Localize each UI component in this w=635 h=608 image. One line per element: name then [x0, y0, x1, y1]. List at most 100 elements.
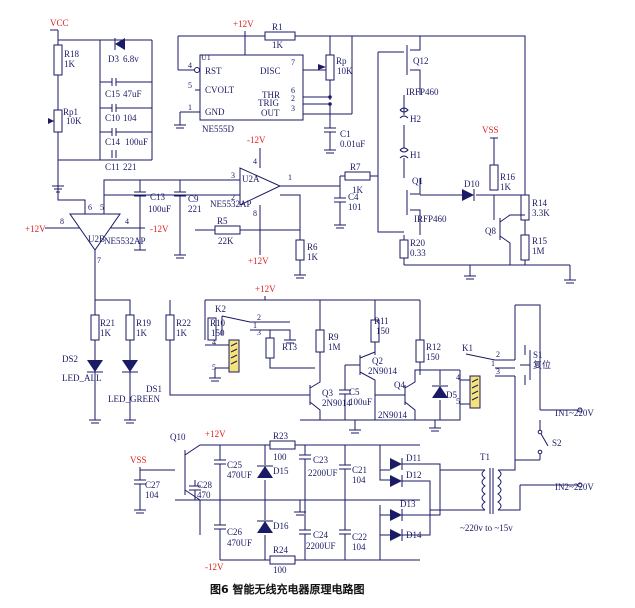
svg-text:104: 104: [352, 542, 366, 552]
r14: [520, 194, 530, 221]
svg-text:1K: 1K: [500, 182, 512, 192]
svg-text:R13: R13: [282, 342, 298, 352]
svg-text:R1: R1: [272, 22, 283, 32]
ds1-led: [122, 360, 138, 372]
svg-text:R12: R12: [426, 342, 441, 352]
svg-text:2: 2: [496, 350, 500, 359]
u2a-symbol: [239, 167, 282, 206]
svg-text:2: 2: [231, 193, 235, 202]
svg-text:0.01uF: 0.01uF: [340, 139, 365, 149]
svg-text:3: 3: [257, 328, 261, 337]
svg-text:1K: 1K: [307, 252, 319, 262]
svg-text:Rp1: Rp1: [63, 107, 78, 117]
svg-text:C26: C26: [227, 527, 243, 537]
r6: [295, 239, 305, 261]
svg-text:470UF: 470UF: [227, 470, 252, 480]
svg-text:2: 2: [257, 313, 261, 322]
svg-text:4: 4: [188, 61, 192, 70]
svg-text:1K: 1K: [64, 59, 76, 69]
svg-text:104: 104: [352, 475, 366, 485]
svg-text:R10: R10: [210, 318, 226, 328]
r21: [90, 314, 100, 341]
svg-text:Rp: Rp: [336, 56, 347, 66]
d10-diode: [462, 189, 474, 201]
svg-text:+12V: +12V: [25, 224, 46, 234]
svg-text:3: 3: [496, 367, 500, 376]
svg-text:S1: S1: [533, 350, 543, 360]
svg-text:+12V: +12V: [233, 19, 254, 29]
svg-text:2N9014: 2N9014: [322, 398, 351, 408]
svg-text:D16: D16: [273, 521, 289, 531]
led-indicators: R21 1K R19 1K DS2 LED_ALL DS1 LED_GREEN …: [62, 299, 310, 424]
svg-text:100uF: 100uF: [125, 137, 148, 147]
svg-text:5: 5: [212, 363, 216, 372]
svg-text:H1: H1: [410, 150, 421, 160]
svg-text:LED_GREEN: LED_GREEN: [108, 394, 160, 404]
svg-text:R18: R18: [64, 49, 80, 59]
svg-text:LED_ALL: LED_ALL: [62, 373, 102, 383]
svg-text:H2: H2: [410, 114, 421, 124]
r22: [165, 314, 175, 341]
svg-text:6: 6: [88, 203, 92, 212]
r23: [269, 440, 296, 450]
d15-zener: [257, 466, 273, 478]
svg-text:C23: C23: [313, 455, 329, 465]
svg-text:D11: D11: [406, 453, 421, 463]
svg-text:IRFP460: IRFP460: [406, 87, 439, 97]
svg-text:Q2: Q2: [372, 356, 383, 366]
svg-text:4: 4: [456, 373, 460, 382]
svg-text:-12V: -12V: [247, 135, 266, 145]
svg-text:C25: C25: [227, 460, 243, 470]
d3-zener: [115, 38, 125, 50]
r20: [399, 239, 409, 259]
svg-text:10K: 10K: [66, 116, 82, 126]
rp: [325, 54, 335, 81]
svg-text:DS1: DS1: [146, 384, 162, 394]
svg-text:1K: 1K: [136, 328, 148, 338]
svg-text:TRIG: TRIG: [258, 98, 279, 108]
svg-text:+12V: +12V: [248, 256, 269, 266]
svg-text:IN1~220V: IN1~220V: [555, 408, 594, 418]
svg-text:R5: R5: [217, 216, 228, 226]
svg-text:Q8: Q8: [485, 226, 496, 236]
svg-text:D15: D15: [273, 466, 289, 476]
r15: [520, 234, 530, 261]
svg-text:7: 7: [97, 256, 101, 265]
svg-text:1K: 1K: [176, 328, 188, 338]
svg-text:6.8v: 6.8v: [123, 54, 139, 64]
ac-switching: K1 2 1 3 4 5 S1 复位 IN1~220V S2 IN2~220V: [456, 304, 594, 511]
svg-text:U1: U1: [201, 53, 211, 62]
svg-text:R23: R23: [273, 431, 289, 441]
svg-text:IRFP460: IRFP460: [414, 214, 447, 224]
svg-text:C15: C15: [105, 89, 121, 99]
svg-text:K2: K2: [215, 304, 226, 314]
svg-text:10K: 10K: [337, 66, 353, 76]
svg-text:R22: R22: [176, 318, 191, 328]
d12-diode: [390, 475, 402, 487]
r12: [415, 339, 425, 363]
svg-text:101: 101: [348, 202, 362, 212]
svg-text:470: 470: [197, 490, 211, 500]
svg-text:R14: R14: [532, 198, 548, 208]
svg-text:OUT: OUT: [261, 108, 280, 118]
svg-text:6: 6: [291, 86, 295, 95]
svg-text:C13: C13: [150, 192, 166, 202]
power-stage: Q12 IRFP460 H2 H1 Q1 IRFP460 D10 VSS R16…: [352, 35, 576, 284]
svg-text:5: 5: [100, 203, 104, 212]
svg-text:2200UF: 2200UF: [306, 541, 336, 551]
svg-text:1: 1: [188, 103, 192, 112]
svg-text:221: 221: [123, 162, 137, 172]
d13-diode: [390, 509, 402, 521]
svg-text:2200UF: 2200UF: [308, 468, 338, 478]
svg-text:104: 104: [145, 490, 159, 500]
ne555-timer: +12V U1 RST CVOLT GND DISC THR TRIG OUT …: [174, 19, 365, 154]
svg-text:1M: 1M: [328, 342, 341, 352]
svg-text:8: 8: [253, 209, 257, 218]
svg-text:D13: D13: [400, 499, 416, 509]
vcc-label: VCC: [50, 18, 69, 28]
svg-text:D12: D12: [406, 470, 422, 480]
svg-text:GND: GND: [205, 107, 225, 117]
svg-text:1: 1: [253, 321, 257, 330]
svg-text:Q1: Q1: [412, 176, 423, 186]
